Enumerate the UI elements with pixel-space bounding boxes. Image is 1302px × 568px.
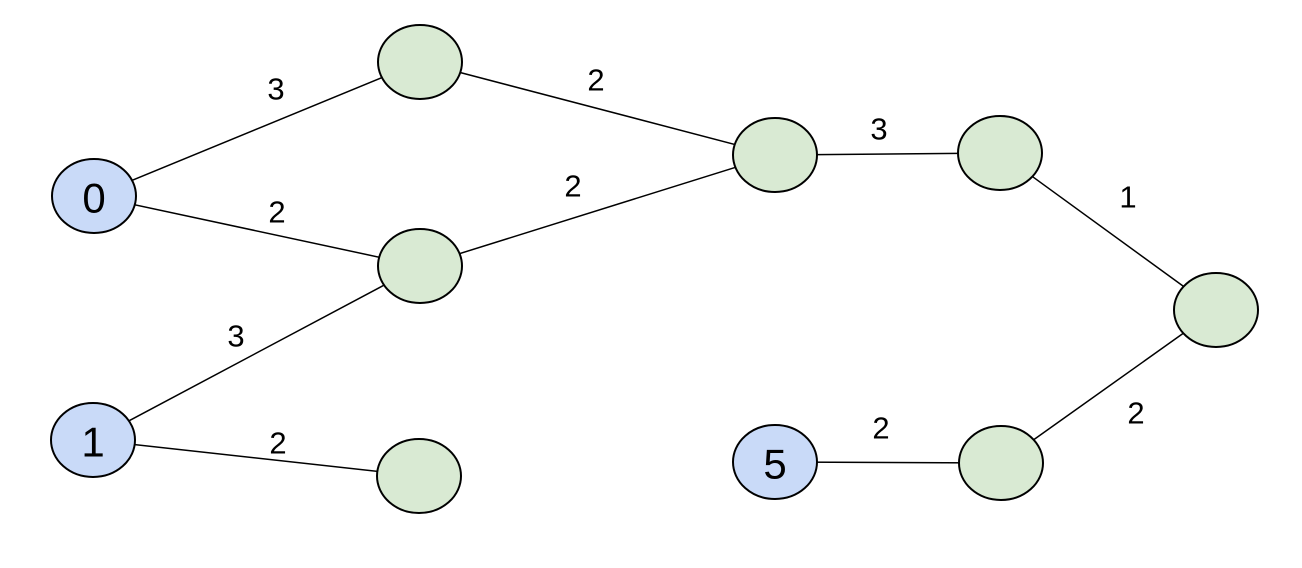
node-5 [732, 424, 818, 500]
node-label-5: 5 [763, 441, 786, 488]
edge-g1-g4 [419, 61, 776, 156]
node-unlabeled-g2 [377, 228, 463, 304]
node-unlabeled-g7 [958, 425, 1044, 501]
edge-weight-label-5-g7: 2 [872, 411, 889, 446]
edge-weight-label-0-g1: 3 [267, 72, 284, 107]
node-unlabeled-g5 [957, 115, 1043, 191]
node-1 [50, 402, 136, 478]
edge-weight-label-g4-g5: 3 [870, 112, 887, 147]
edge-0-g2 [93, 195, 421, 267]
edge-weight-label-g1-g4: 2 [587, 63, 604, 98]
edge-g5-g6 [999, 152, 1217, 311]
edge-1-g3 [92, 439, 420, 477]
edge-weight-label-g6-g7: 2 [1127, 396, 1144, 431]
edge-weight-label-g2-g4: 2 [564, 169, 581, 204]
node-unlabeled-g6 [1173, 272, 1259, 348]
edge-1-g2 [92, 265, 421, 441]
edge-g6-g7 [1000, 309, 1217, 464]
edge-weight-label-1-g3: 2 [269, 426, 286, 461]
edge-g2-g4 [419, 154, 776, 267]
node-unlabeled-g1 [377, 24, 463, 100]
edge-weight-label-0-g2: 2 [268, 195, 285, 230]
edge-weight-label-g5-g6: 1 [1119, 180, 1136, 215]
node-label-1: 1 [81, 419, 104, 466]
node-unlabeled-g4 [732, 117, 818, 193]
edge-0-g1 [93, 61, 421, 197]
node-unlabeled-g3 [376, 438, 462, 514]
edge-weight-label-1-g2: 3 [227, 319, 244, 354]
node-0 [51, 158, 137, 234]
node-label-0: 0 [82, 175, 105, 222]
